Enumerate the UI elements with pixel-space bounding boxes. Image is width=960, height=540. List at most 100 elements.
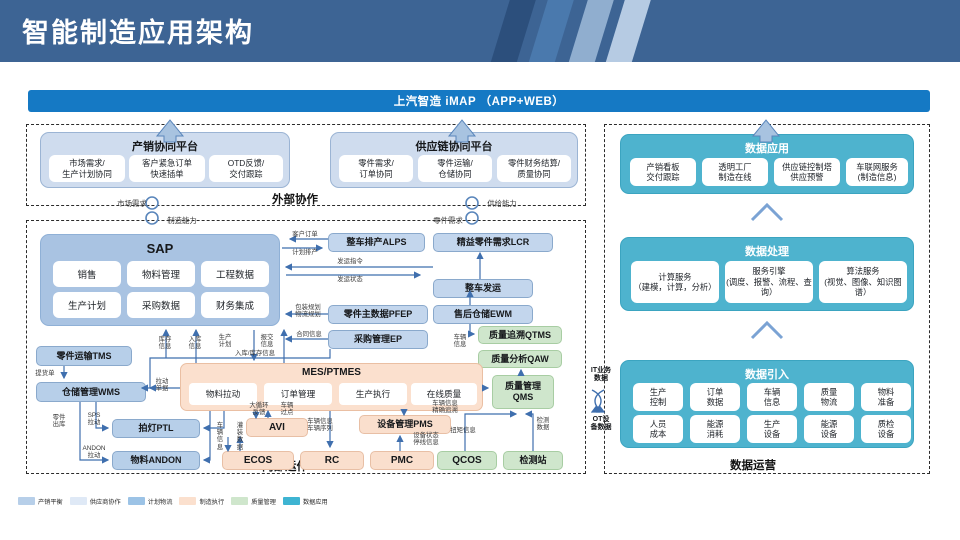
chip-algorithm-service[interactable]: 算法服务 (视觉、图像、知识图谱） bbox=[819, 261, 907, 303]
chip-sales-board[interactable]: 产销看板 交付跟踪 bbox=[630, 158, 696, 186]
chip-order-data[interactable]: 订单 数据 bbox=[690, 383, 740, 411]
panel-sap[interactable]: SAP 销售 物料管理 工程数据 生产计划 采购数据 财务集成 bbox=[40, 234, 280, 326]
node-rc[interactable]: RC bbox=[300, 451, 364, 470]
chip-parts-finance[interactable]: 零件财务结算/ 质量协同 bbox=[497, 155, 571, 182]
node-pick-to-light[interactable]: 拍灯PTL bbox=[112, 419, 200, 438]
flow-label-vehicle-info-sequence: 车辆信息 车辆序列 bbox=[307, 418, 333, 433]
legend-label-data-application: 数据应用 bbox=[302, 498, 328, 506]
panel-title-production-sales: 产销协同平台 bbox=[132, 141, 198, 153]
legend-swatch-manufacturing-execution bbox=[179, 497, 197, 505]
panel-supply-chain-platform[interactable]: 供应链协同平台 零件需求/ 订单协同 零件运输/ 仓储协同 零件财务结算/ 质量… bbox=[330, 132, 578, 188]
chip-service-engine[interactable]: 服务引擎 (调度、报警、流程、查询） bbox=[725, 261, 813, 303]
chip-parts-transport[interactable]: 零件运输/ 仓储协同 bbox=[418, 155, 492, 182]
node-lean-parts-demand-lcr[interactable]: 精益零件需求LCR bbox=[433, 233, 553, 252]
flow-label-plan-scheduling: 计划排产 bbox=[292, 249, 318, 256]
node-qcos[interactable]: QCOS bbox=[437, 451, 497, 470]
legend-label-supplier-collaboration: 供应商协作 bbox=[89, 498, 121, 506]
legend-item-0: 产销平衡 bbox=[18, 497, 63, 506]
legend-item-2: 计划物流 bbox=[127, 497, 172, 506]
node-pmc[interactable]: PMC bbox=[370, 451, 434, 470]
chip-quality-logistics[interactable]: 质量 物流 bbox=[804, 383, 854, 411]
flow-label-production-plan: 生产 计划 bbox=[218, 334, 232, 349]
chip-telematics-service[interactable]: 车联网服务 (制造信息) bbox=[846, 158, 908, 186]
region-label-data-ops: 数据运营 bbox=[730, 460, 776, 472]
panel-title-data-application: 数据应用 bbox=[745, 143, 789, 155]
node-quality-trace-qtms[interactable]: 质量追溯QTMS bbox=[478, 326, 562, 344]
chain-label-parts-demand: 零件需求 bbox=[433, 216, 463, 225]
stripe-1 bbox=[488, 0, 538, 62]
label-ot-equipment-data: OT设 备数据 bbox=[590, 416, 612, 431]
flow-label-report-info: 报交 信息 bbox=[260, 334, 274, 349]
flow-label-torque-info: 扭矩信息 bbox=[450, 427, 476, 434]
node-inspection-station[interactable]: 检测站 bbox=[503, 451, 563, 470]
flow-label-big-cycle-feedback: 大循环 反馈 bbox=[249, 402, 269, 417]
label-it-business-data: IT业务 数据 bbox=[590, 367, 612, 382]
chip-production-control[interactable]: 生产 控制 bbox=[633, 383, 683, 411]
chip-material-prep[interactable]: 物料 准备 bbox=[861, 383, 911, 411]
chip-inspection-equipment[interactable]: 质检 设备 bbox=[861, 415, 911, 443]
flow-label-filling-data: 灌装 数据 bbox=[236, 422, 244, 451]
node-vehicle-shipment[interactable]: 整车发运 bbox=[433, 279, 533, 298]
chip-energy-equipment[interactable]: 能源 设备 bbox=[804, 415, 854, 443]
chip-parts-demand[interactable]: 零件需求/ 订单协同 bbox=[339, 155, 413, 182]
node-material-andon[interactable]: 物料ANDON bbox=[112, 451, 200, 470]
panel-data-application[interactable]: 数据应用 产销看板 交付跟踪 透明工厂 制造在线 供应链控制塔 供应预警 车联网… bbox=[620, 134, 914, 194]
chip-transparent-factory[interactable]: 透明工厂 制造在线 bbox=[702, 158, 768, 186]
diagram-canvas: 上汽智造 iMAP （APP+WEB） 外部协作 内部运作 数据运营 产销协同平… bbox=[0, 62, 960, 540]
sap-chip-sales[interactable]: 销售 bbox=[53, 261, 121, 287]
mes-chip-order-mgmt[interactable]: 订单管理 bbox=[264, 383, 332, 405]
chip-production-equipment[interactable]: 生产 设备 bbox=[747, 415, 797, 443]
chain-label-manufacture-capability: 制造能力 bbox=[167, 216, 197, 225]
node-quality-analysis-qaw[interactable]: 质量分析QAW bbox=[478, 350, 562, 368]
sap-chip-purchase-data[interactable]: 采购数据 bbox=[127, 292, 195, 318]
node-quality-mgmt-qms[interactable]: 质量管理 QMS bbox=[492, 375, 554, 409]
node-parts-master-data-pfep[interactable]: 零件主数据PFEP bbox=[328, 305, 428, 324]
chip-personnel-cost[interactable]: 人员 成本 bbox=[633, 415, 683, 443]
chip-urgent-order[interactable]: 客户紧急订单 快速插单 bbox=[129, 155, 205, 182]
panel-title-data-ingestion: 数据引入 bbox=[745, 369, 789, 381]
flow-label-inbound-info: 入库 信息 bbox=[188, 336, 202, 351]
chip-market-demand[interactable]: 市场需求/ 生产计划协同 bbox=[49, 155, 125, 182]
legend-swatch-production-sales-balance bbox=[18, 497, 35, 505]
panel-data-ingestion[interactable]: 数据引入 生产 控制 订单 数据 车辆 信息 质量 物流 物料 准备 人员 成本… bbox=[620, 360, 914, 448]
node-ecos[interactable]: ECOS bbox=[222, 451, 294, 470]
flow-label-parts-outbound: 零件 出库 bbox=[52, 414, 66, 429]
legend-swatch-quality-management bbox=[231, 497, 249, 505]
sap-chip-engineering-data[interactable]: 工程数据 bbox=[201, 261, 269, 287]
legend-swatch-data-application bbox=[282, 497, 300, 505]
node-warehouse-wms[interactable]: 仓储管理WMS bbox=[36, 382, 146, 402]
legend-item-4: 质量管理 bbox=[231, 497, 276, 506]
flow-label-pull-document: 拉动 单据 bbox=[155, 378, 169, 393]
stripe-2 bbox=[526, 0, 576, 62]
flow-label-vehicle-info-2: 车辆 信息 bbox=[453, 334, 467, 349]
mes-chip-online-quality[interactable]: 在线质量 bbox=[411, 383, 477, 405]
flow-label-packaging-logistics-plan: 包装规划 物流规划 bbox=[295, 304, 321, 319]
panel-title-supply-chain: 供应链协同平台 bbox=[415, 141, 493, 153]
panel-title-mes: MES/PTMES bbox=[302, 367, 361, 378]
flow-label-pickup-note: 提货单 bbox=[35, 370, 55, 377]
legend-item-3: 制造执行 bbox=[179, 497, 224, 506]
panel-production-sales-platform[interactable]: 产销协同平台 市场需求/ 生产计划协同 客户紧急订单 快速插单 OTD反馈/ 交… bbox=[40, 132, 290, 188]
region-internal-operations bbox=[26, 220, 586, 474]
chip-vehicle-info[interactable]: 车辆 信息 bbox=[747, 383, 797, 411]
chip-energy-consumption[interactable]: 能源 消耗 bbox=[690, 415, 740, 443]
chip-supply-control-tower[interactable]: 供应链控制塔 供应预警 bbox=[774, 158, 840, 186]
flow-label-contract-info: 合同信息 bbox=[296, 331, 322, 338]
legend: 产销平衡 供应商协作 计划物流 制造执行 质量管理 数据应用 bbox=[18, 494, 438, 508]
node-vehicle-scheduling-alps[interactable]: 整车排产ALPS bbox=[328, 233, 425, 252]
node-purchase-mgmt-ep[interactable]: 采购管理EP bbox=[328, 330, 428, 349]
chip-compute-service[interactable]: 计算服务 （建模，计算，分析） bbox=[631, 261, 719, 303]
sap-chip-material-mgmt[interactable]: 物料管理 bbox=[127, 261, 195, 287]
flow-label-equipment-status: 设备状态 停线信息 bbox=[413, 432, 439, 447]
panel-data-processing[interactable]: 数据处理 计算服务 （建模，计算，分析） 服务引擎 (调度、报警、流程、查询） … bbox=[620, 237, 914, 311]
mes-chip-production-exec[interactable]: 生产执行 bbox=[339, 383, 407, 405]
legend-label-quality-management: 质量管理 bbox=[251, 498, 276, 506]
chip-otd-feedback[interactable]: OTD反馈/ 交付跟踪 bbox=[209, 155, 283, 182]
node-parts-transport-tms[interactable]: 零件运输TMS bbox=[36, 346, 132, 366]
sap-chip-production-plan[interactable]: 生产计划 bbox=[53, 292, 121, 318]
node-avi[interactable]: AVI bbox=[246, 418, 308, 437]
legend-item-1: 供应商协作 bbox=[69, 497, 121, 506]
imap-platform-bar[interactable]: 上汽智造 iMAP （APP+WEB） bbox=[28, 90, 930, 112]
node-aftersales-warehouse-ewm[interactable]: 售后仓储EWM bbox=[433, 305, 533, 324]
sap-chip-finance-integration[interactable]: 财务集成 bbox=[201, 292, 269, 318]
